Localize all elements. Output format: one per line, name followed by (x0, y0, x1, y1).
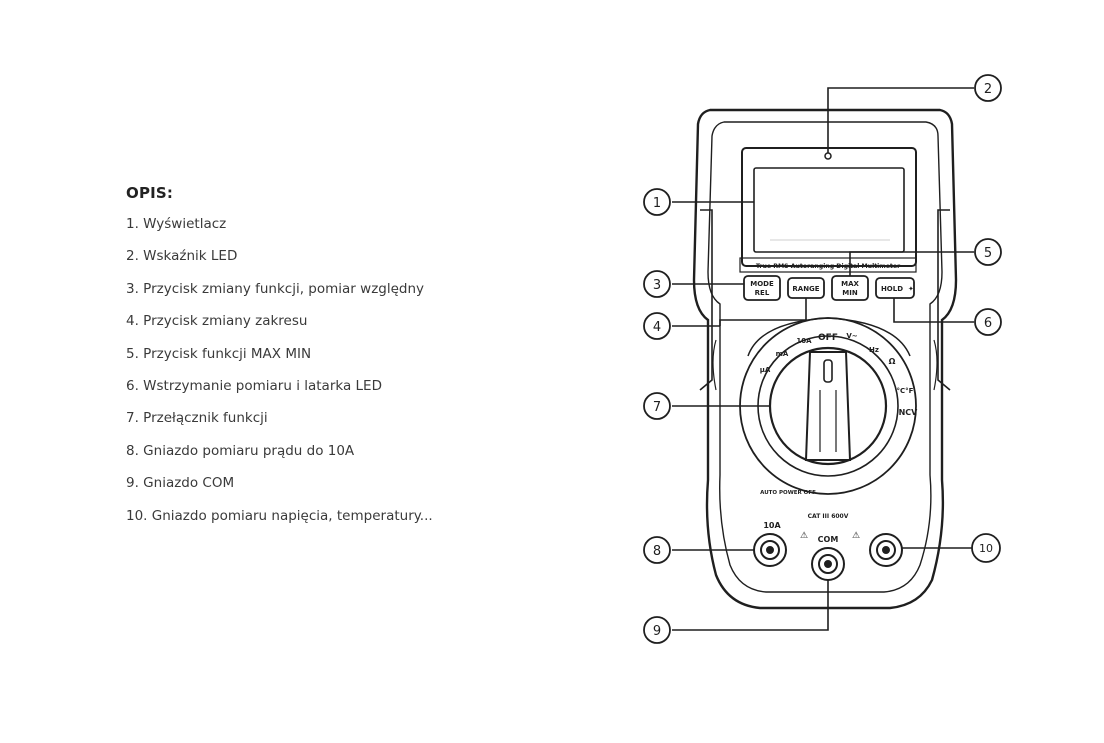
jack-10a-label: 10A (763, 521, 781, 530)
jack-com[interactable]: CAT III 600V COM (808, 513, 849, 581)
list-item: 10. Gniazdo pomiaru napięcia, temperatur… (126, 507, 433, 524)
warning-icon: ⚠ (800, 531, 808, 541)
warning-icon: ⚠ (852, 531, 860, 541)
callout-number: 8 (653, 544, 661, 559)
mode-rel-button[interactable]: MODE REL (743, 275, 781, 301)
mode-label: MODE (750, 280, 774, 288)
description-panel: OPIS: 1. Wyświetlacz 2. Wskaźnik LED 3. … (126, 184, 586, 538)
callout-number: 4 (653, 320, 661, 335)
description-heading: OPIS: (126, 184, 174, 202)
jack-10a[interactable]: 10A (753, 521, 787, 567)
jack-com-label: COM (818, 535, 839, 544)
dial-hz-label: Hz (869, 346, 879, 354)
dial-off-label: OFF (818, 333, 838, 343)
list-item: 1. Wyświetlacz (126, 216, 227, 232)
callout-7: 7 (643, 392, 671, 420)
led-indicator (824, 152, 832, 160)
list-item: 9. Gniazdo COM (126, 475, 235, 492)
callout-number: 3 (653, 278, 661, 293)
callout-number: 5 (984, 246, 992, 261)
callout-10: 10 (971, 533, 1001, 563)
callout-number: 7 (653, 400, 661, 415)
max-label: MAX (841, 280, 859, 288)
dial-temp-label: °C°F (897, 387, 914, 395)
callout-3: 3 (643, 270, 671, 298)
max-min-button[interactable]: MAX MIN (831, 275, 869, 301)
callout-5: 5 (974, 238, 1002, 266)
dial-ncv-label: NCV (899, 408, 919, 417)
dial-10a-label: 10A (796, 337, 812, 345)
callout-1: 1 (643, 188, 671, 216)
dial-ua-label: µA (760, 366, 771, 374)
dial-v-label: V~ (846, 332, 857, 340)
multimeter-diagram: True RMS Autoranging Digital Multimeter … (643, 74, 1002, 644)
list-item: 5. Przycisk funkcji MAX MIN (126, 345, 312, 362)
range-button[interactable]: RANGE (787, 277, 825, 299)
callout-number: 1 (653, 196, 661, 211)
device-title: True RMS Autoranging Digital Multimeter (756, 263, 901, 270)
list-item: 3. Przycisk zmiany funkcji, pomiar wzglę… (126, 280, 425, 297)
jack-v-ohm-temp[interactable] (869, 533, 903, 567)
callout-number: 2 (984, 82, 992, 97)
lcd-display (741, 147, 917, 267)
title-strip: True RMS Autoranging Digital Multimeter (739, 257, 917, 273)
dial-ma-label: mA (776, 350, 789, 358)
callout-number: 6 (984, 316, 992, 331)
rotary-knob[interactable] (768, 346, 888, 466)
list-item: 2. Wskaźnik LED (126, 248, 238, 265)
hold-label: HOLD (881, 285, 903, 293)
min-label: MIN (842, 289, 858, 297)
hold-button[interactable]: HOLD ✦ (875, 277, 915, 299)
rel-label: REL (755, 289, 770, 297)
callout-4: 4 (643, 312, 671, 340)
list-item: 6. Wstrzymanie pomiaru i latarka LED (126, 377, 382, 394)
callout-8: 8 (643, 536, 671, 564)
callout-6: 6 (974, 308, 1002, 336)
list-item: 8. Gniazdo pomiaru prądu do 10A (126, 442, 355, 459)
list-item: 7. Przełącznik funkcji (126, 410, 268, 427)
dial-ohm-label: Ω (889, 357, 896, 366)
range-label: RANGE (792, 285, 819, 293)
description-list: 1. Wyświetlacz 2. Wskaźnik LED 3. Przyci… (126, 214, 586, 538)
callout-number: 10 (979, 542, 993, 555)
list-item: 4. Przycisk zmiany zakresu (126, 313, 308, 330)
cat-rating-label: CAT III 600V (808, 513, 849, 520)
callout-2: 2 (974, 74, 1002, 102)
callout-leaders (672, 87, 974, 631)
flashlight-icon: ✦ (908, 285, 914, 293)
callout-number: 9 (653, 624, 661, 639)
auto-power-off-label: AUTO POWER OFF (760, 490, 816, 496)
callout-9: 9 (643, 616, 671, 644)
